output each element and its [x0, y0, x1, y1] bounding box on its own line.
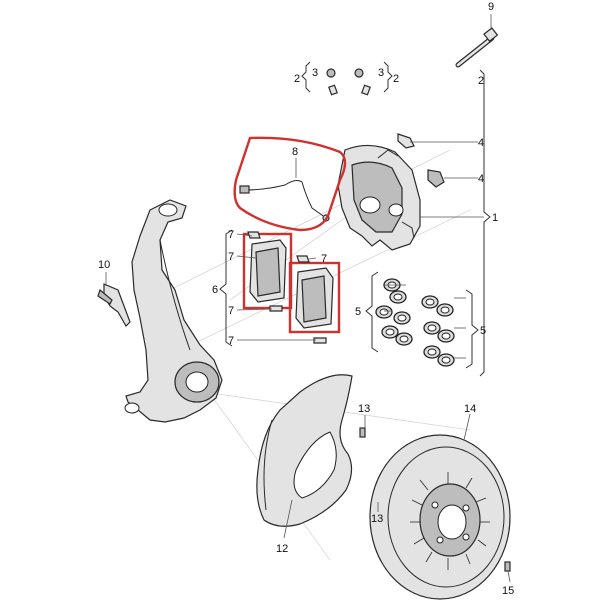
- brake-caliper-part-1: [337, 144, 421, 251]
- bolt-part-9: [455, 27, 499, 68]
- seal-ring: [421, 295, 439, 309]
- bracket-lines: [219, 61, 491, 377]
- callout-2-bracket: 2: [478, 75, 484, 87]
- callout-7-e: 7: [321, 253, 327, 265]
- seal-ring: [381, 325, 399, 339]
- seal-ring: [437, 329, 455, 343]
- seal-ring: [389, 290, 407, 304]
- callout-15: 15: [502, 585, 514, 597]
- callout-labels: 9 2 3 3 2 2 4 4 1 8 7 7 6 7 7 7 5 5 10 1…: [98, 1, 514, 597]
- seal-ring: [423, 345, 441, 359]
- callout-7-c: 7: [228, 305, 234, 317]
- screw-part-3-left: [326, 68, 338, 96]
- seal-ring: [375, 305, 393, 319]
- callout-13-upper: 13: [358, 403, 370, 415]
- seal-ring: [436, 303, 454, 317]
- connector-part-4-upper: [397, 133, 415, 149]
- callout-13-lower: 13: [371, 513, 383, 525]
- seal-ring: [395, 332, 413, 346]
- highlight-sensor: [233, 136, 347, 232]
- steering-knuckle: [124, 199, 223, 423]
- callout-3-left: 3: [312, 67, 318, 79]
- seal-ring: [423, 321, 441, 335]
- callout-5-left: 5: [355, 306, 361, 318]
- bracket-part-10: [97, 283, 131, 327]
- leader-lines: [105, 14, 511, 583]
- callout-7-d: 7: [228, 335, 234, 347]
- callout-12: 12: [276, 543, 288, 555]
- seal-ring: [437, 353, 455, 367]
- callout-1: 1: [492, 212, 498, 224]
- callout-9: 9: [488, 1, 494, 13]
- callout-8: 8: [292, 146, 298, 158]
- callout-4-upper: 4: [478, 137, 484, 149]
- brake-disc-part-14: [369, 434, 511, 600]
- brake-pad-right: [295, 267, 334, 329]
- callout-3-right: 3: [378, 67, 384, 79]
- seal-ring: [393, 311, 411, 325]
- seal-rings-part-5: [375, 278, 455, 367]
- callout-7-b: 7: [228, 251, 234, 263]
- screw-part-13-upper: [359, 427, 366, 438]
- callout-4-lower: 4: [478, 173, 484, 185]
- highlight-pad-right: [288, 261, 341, 334]
- brake-pad-left: [249, 239, 287, 303]
- callout-6: 6: [212, 284, 218, 296]
- screw-part-15: [504, 561, 511, 572]
- callout-2-right: 2: [393, 73, 399, 85]
- callout-7-a: 7: [228, 229, 234, 241]
- callout-14: 14: [464, 403, 476, 415]
- callout-5-right: 5: [480, 325, 486, 337]
- callout-10: 10: [98, 259, 110, 271]
- screw-part-3-right: [354, 68, 371, 96]
- connector-part-4-lower: [427, 169, 445, 188]
- callout-2-left: 2: [294, 73, 300, 85]
- dust-shield-part-12: [256, 374, 353, 527]
